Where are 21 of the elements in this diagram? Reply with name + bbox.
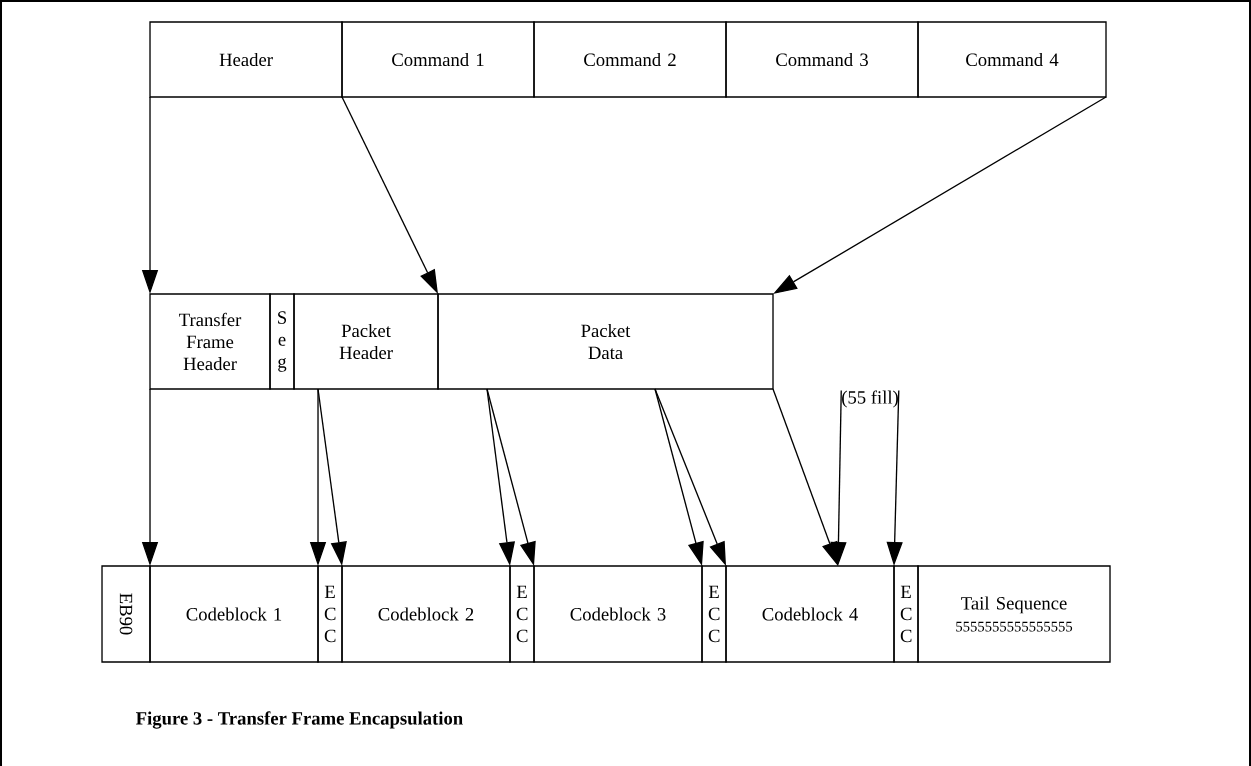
field-box: EB90 — [101, 565, 151, 663]
field-box: Command 1 — [341, 21, 535, 98]
fill-label: (55 fill) — [842, 390, 898, 408]
field-box: Transfer Frame Header — [149, 293, 271, 390]
field-box: Command 3 — [725, 21, 919, 98]
field-box: S e g — [269, 293, 295, 390]
field-box: Codeblock 4 — [725, 565, 895, 663]
field-box: E C C — [317, 565, 343, 663]
field-box: E C C — [509, 565, 535, 663]
field-box: E C C — [701, 565, 727, 663]
field-box: Command 2 — [533, 21, 727, 98]
field-box: Packet Data — [437, 293, 774, 390]
field-box: Header — [149, 21, 343, 98]
field-box: Codeblock 1 — [149, 565, 319, 663]
field-box: Codeblock 3 — [533, 565, 703, 663]
field-box: Codeblock 2 — [341, 565, 511, 663]
field-box: Command 4 — [917, 21, 1107, 98]
figure-caption: Figure 3 - Transfer Frame Encapsulation — [136, 711, 463, 729]
field-box: Tail Sequence 5555555555555555 — [917, 565, 1111, 663]
field-box: Packet Header — [293, 293, 439, 390]
field-box: E C C — [893, 565, 919, 663]
